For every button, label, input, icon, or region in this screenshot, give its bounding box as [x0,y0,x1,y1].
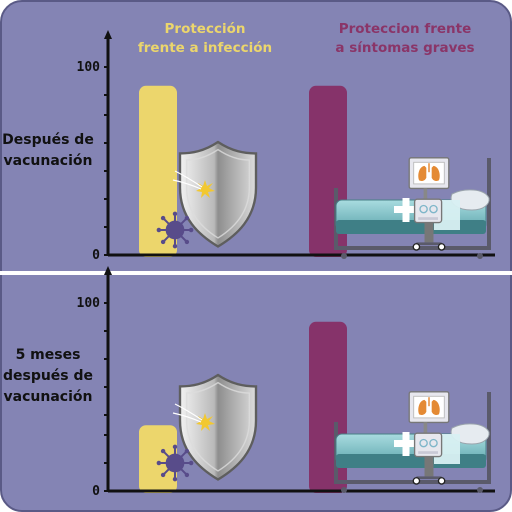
virus-icon-0 [155,210,195,250]
bar-0-0 [139,85,177,257]
y-axis-arrow-1 [104,266,112,275]
virus-icon-1 [155,443,195,483]
row-divider [0,271,512,275]
y-tick-label-100-1: 100 [77,296,101,311]
y-axis-arrow-0 [104,30,112,39]
y-tick-label-0-1: 0 [92,484,100,499]
y-tick-label-0-0: 0 [92,248,100,263]
row-label-after-vaccination: Después de vacunación [2,132,94,169]
y-tick-label-100-0: 100 [77,60,101,75]
legend-infection: Protección frente a infección [137,21,273,56]
bar-1-0 [139,425,177,493]
legend-severe: Proteccion frente a síntomas graves [335,21,475,56]
row-label-5-months-after: 5 meses después de vacunación [2,347,94,405]
